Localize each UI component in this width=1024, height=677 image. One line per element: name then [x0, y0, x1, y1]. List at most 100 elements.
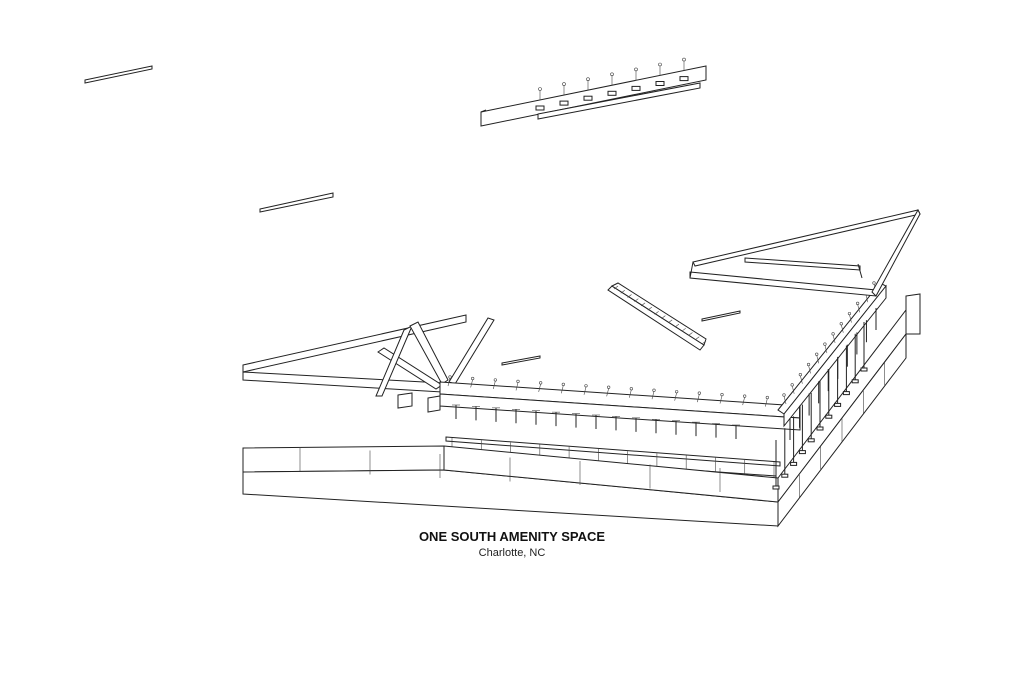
diag-clip	[647, 306, 653, 311]
right-clip-bolt	[798, 373, 802, 377]
front-girder	[439, 375, 801, 439]
right-truss-frame	[689, 208, 921, 297]
column-base	[798, 450, 806, 455]
column-base	[825, 414, 833, 419]
diagonal-loose-girder	[607, 282, 707, 351]
right-clip	[857, 304, 860, 313]
diag-clip	[701, 340, 707, 345]
drawing-subtitle: Charlotte, NC	[478, 547, 546, 559]
loose-member-center	[501, 355, 541, 366]
column-base	[842, 391, 850, 396]
diag-clip	[661, 315, 666, 319]
right-clip-bolt	[823, 342, 827, 346]
diag-clip	[613, 285, 619, 290]
front-clip	[765, 398, 768, 407]
clip-plate	[559, 100, 569, 106]
clip-bolt	[610, 72, 614, 77]
drawing-title: ONE SOUTH AMENITY SPACE	[418, 529, 606, 544]
front-clip	[719, 395, 723, 404]
diag-clip	[634, 298, 639, 302]
front-clip	[470, 379, 473, 388]
column-base	[816, 426, 824, 431]
front-clip	[606, 388, 609, 397]
right-clip	[849, 314, 852, 323]
diag-clip	[654, 311, 659, 315]
front-clip	[651, 391, 655, 400]
front-clip-bolt	[516, 379, 520, 384]
clip-bolt	[634, 67, 638, 72]
right-clip-bolt	[831, 332, 835, 336]
right-clip	[824, 345, 828, 354]
right-clip-bolt	[872, 281, 876, 285]
clip-bolt	[658, 62, 662, 67]
right-clip	[832, 334, 836, 343]
clip-bolt	[538, 87, 542, 91]
front-clip	[515, 382, 519, 391]
front-clip	[561, 385, 564, 394]
clip-plate	[679, 76, 689, 82]
front-clip-bolt	[561, 382, 565, 386]
exploded-top-beam	[480, 57, 707, 127]
clip-plate	[535, 105, 545, 111]
column-base	[834, 402, 842, 407]
column-base	[860, 367, 868, 372]
right-clip-bolt	[815, 352, 819, 356]
left-truss-frame	[242, 314, 495, 413]
loose-member-mid-left	[259, 192, 334, 213]
diag-clip	[681, 328, 686, 332]
right-column-array	[772, 322, 868, 490]
right-clip	[840, 324, 844, 333]
diag-clip	[674, 323, 680, 328]
front-clip	[583, 386, 587, 395]
clip-bolt	[562, 82, 566, 86]
front-clip-bolt	[697, 391, 701, 395]
column-base	[851, 379, 859, 384]
diag-clip	[620, 289, 625, 294]
front-clip-bolt	[720, 393, 724, 397]
diag-clip	[695, 336, 700, 341]
front-clip	[697, 394, 700, 403]
right-clip-bolt	[856, 301, 860, 305]
right-clip	[783, 395, 787, 405]
right-clip-bolt	[782, 393, 786, 397]
foundation-wall	[242, 293, 921, 528]
diag-clip	[688, 332, 693, 336]
clip-plate	[583, 95, 593, 101]
front-clip	[447, 377, 451, 387]
front-clip-bolt	[607, 385, 611, 389]
diag-clip	[667, 319, 673, 324]
front-clip	[742, 396, 745, 406]
right-clip-bolt	[806, 362, 811, 367]
right-clip-bolt	[847, 311, 852, 316]
front-clip-bolt	[652, 388, 656, 392]
clip-plate	[631, 85, 641, 91]
front-clip	[629, 389, 632, 398]
column-base	[790, 461, 798, 466]
clip-bolt	[682, 57, 686, 62]
right-clip	[816, 355, 820, 364]
column-base	[772, 485, 780, 490]
diag-clip	[640, 302, 646, 307]
clip-bolt	[586, 77, 590, 81]
right-clip-bolt	[790, 383, 794, 387]
front-clip	[538, 383, 541, 392]
front-clip-bolt	[493, 378, 497, 382]
right-girder	[777, 281, 887, 440]
loose-member-right	[701, 310, 741, 322]
front-clip-bolt	[675, 390, 679, 394]
column-base	[807, 438, 815, 443]
front-clip-bolt	[471, 376, 475, 381]
right-clip	[800, 375, 803, 384]
front-clip-bolt	[765, 395, 769, 400]
loose-member-top-left	[84, 65, 153, 84]
clip-plate	[655, 81, 665, 86]
right-clip-bolt	[839, 322, 843, 326]
right-clip	[808, 365, 811, 374]
front-clip-bolt	[539, 381, 543, 385]
right-clip	[791, 385, 795, 394]
front-clip-bolt	[448, 375, 452, 379]
front-clip-bolt	[584, 384, 588, 388]
clip-plate	[607, 90, 617, 96]
front-clip	[674, 392, 677, 401]
